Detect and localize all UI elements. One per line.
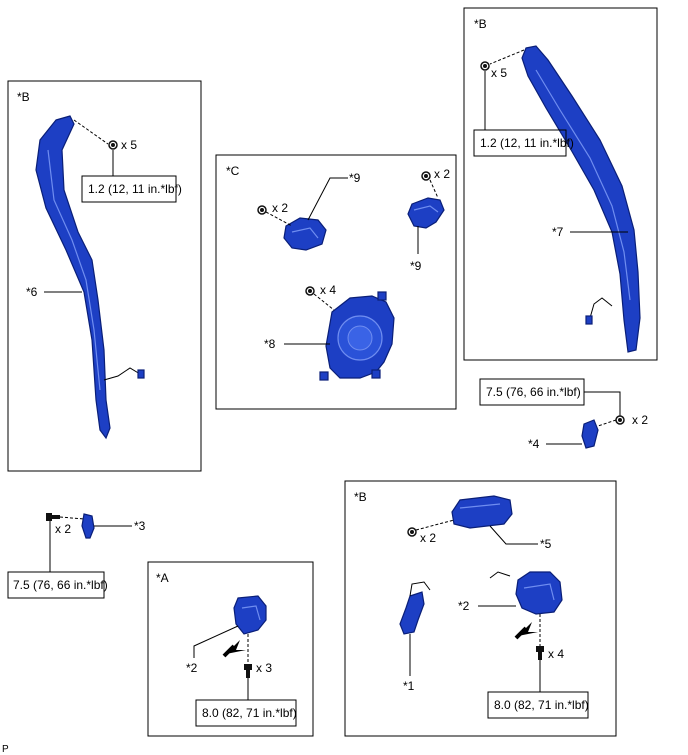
part-label-2-b: *2 <box>458 599 470 613</box>
bolt-icon <box>244 664 252 670</box>
part-3-clip <box>81 513 95 539</box>
bolt-icon <box>46 513 52 521</box>
part-4-bracket <box>581 419 599 449</box>
panel-center-c-tag: *C <box>226 164 240 178</box>
part-label-5: *5 <box>540 537 552 551</box>
torque-a: 8.0 (82, 71 in.*lbf) <box>202 706 297 720</box>
part-4-group: 7.5 (76, 66 in.*lbf) x 2 *4 <box>479 378 648 451</box>
torque-p3: 7.5 (76, 66 in.*lbf) <box>13 578 108 592</box>
qty-a-bolt: x 3 <box>256 661 272 675</box>
torque-right-b: 1.2 (12, 11 in.*lbf) <box>480 136 574 150</box>
qty-c-center-clip: x 4 <box>320 283 336 297</box>
part-label-7: *7 <box>552 225 564 239</box>
part-label-1: *1 <box>403 679 415 693</box>
panel-right-b: *B x 5 1.2 (12, 11 in.*lbf) *7 <box>463 7 658 361</box>
panel-center-c: *C x 2 *9 x 2 *9 x 4 *8 <box>215 154 457 410</box>
part-1-bracket <box>399 591 425 635</box>
part-label-4: *4 <box>528 437 540 451</box>
qty-right-b-clip: x 5 <box>491 66 507 80</box>
part-9-right-bracket <box>407 197 445 229</box>
qty-b-bolt: x 4 <box>548 647 564 661</box>
panel-bottom-b-tag: *B <box>354 490 367 504</box>
torque-p4: 7.5 (76, 66 in.*lbf) <box>486 385 581 399</box>
part-7-garnish <box>521 45 641 353</box>
torque-left-b: 1.2 (12, 11 in.*lbf) <box>88 182 182 196</box>
panel-bottom-b: *B x 2 *5 *1 *2 x 4 8.0 (82, 71 in.*lbf) <box>344 480 617 737</box>
qty-c-right-clip: x 2 <box>434 167 450 181</box>
qty-left-b-clip: x 5 <box>121 138 137 152</box>
panel-left-b: *B x 5 1.2 (12, 11 in.*lbf) *6 <box>7 80 202 472</box>
bolt-icon <box>536 646 544 652</box>
panel-right-b-tag: *B <box>474 17 487 31</box>
qty-c-left-clip: x 2 <box>272 201 288 215</box>
part-6-garnish <box>35 115 111 440</box>
torque-b: 8.0 (82, 71 in.*lbf) <box>494 698 589 712</box>
part-label-3: *3 <box>134 519 146 533</box>
part-2-a-bracket <box>233 595 267 635</box>
panel-bottom-a: *A *2 x 3 8.0 (82, 71 in.*lbf) <box>147 561 314 737</box>
part-9-left-bracket <box>283 217 327 251</box>
part-5-module <box>451 495 513 529</box>
part-2-b-bracket <box>515 571 563 615</box>
panel-left-b-tag: *B <box>17 90 30 104</box>
qty-p4-bolt: x 2 <box>632 413 648 427</box>
panel-bottom-a-tag: *A <box>156 571 169 585</box>
part-3-group: x 2 *3 7.5 (76, 66 in.*lbf) <box>7 513 146 599</box>
part-label-9-right: *9 <box>410 259 422 273</box>
part-label-6: *6 <box>26 285 38 299</box>
qty-b-clip: x 2 <box>420 531 436 545</box>
footer-code: P <box>2 744 9 755</box>
part-label-2-a: *2 <box>186 661 198 675</box>
qty-p3-bolt: x 2 <box>55 522 71 536</box>
part-label-9-left: *9 <box>349 171 361 185</box>
part-label-8: *8 <box>264 337 276 351</box>
